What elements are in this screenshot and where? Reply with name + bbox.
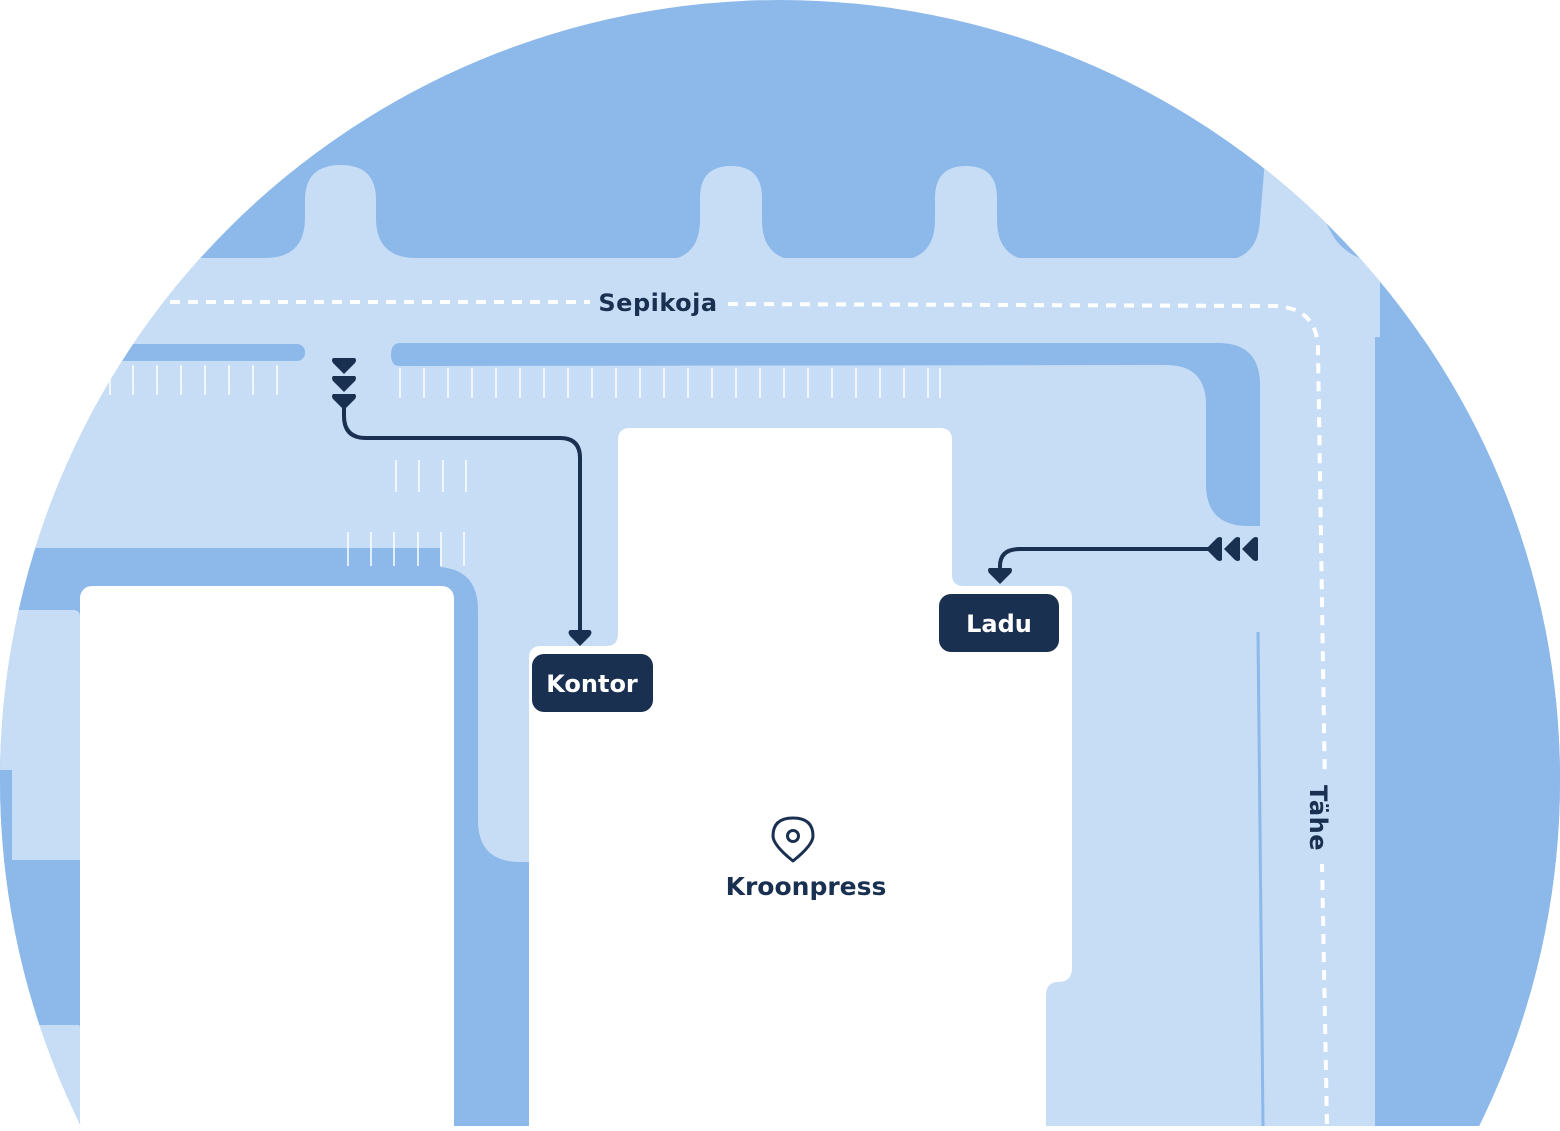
arrow-down-icon [988,568,1012,584]
street-label-tahe: Tähe [1304,785,1332,851]
arrow-left-icon [1242,537,1258,561]
arrow-down-icon [568,630,592,646]
entrance-tag-kontor[interactable]: Kontor [532,654,653,712]
arrow-down-icon [332,394,356,410]
route-arrows [332,358,1258,646]
route-to-ladu [998,547,1212,572]
ladu-tag-bg [939,594,1059,652]
ladu-label: Ladu [966,610,1032,638]
route-to-kontor [342,402,582,632]
arrow-left-icon [1206,537,1222,561]
street-centerlines [170,300,1329,1127]
building-left [80,586,454,1131]
kontor-tag-bg [532,654,653,712]
location-pin-icon[interactable] [771,816,815,863]
buildings [80,428,1072,1131]
arrow-left-icon [1224,537,1240,561]
road-edge-line [1256,631,1265,1127]
sepikoja-label-bg [590,286,728,320]
tahe-label-bg [1305,772,1341,864]
kontor-label: Kontor [546,670,638,698]
place-label-kroonpress[interactable]: Kroonpress [726,872,887,901]
arrow-down-icon [332,358,356,374]
sepikoja-tahe-line [727,302,1327,791]
routes [342,402,1212,632]
tahe-line-lower [1320,861,1329,1127]
building-kroonpress [529,428,1072,1126]
street-label-sepikoja: Sepikoja [598,289,717,317]
entrance-tag-ladu[interactable]: Ladu [939,594,1059,652]
arrow-down-icon [332,376,356,392]
